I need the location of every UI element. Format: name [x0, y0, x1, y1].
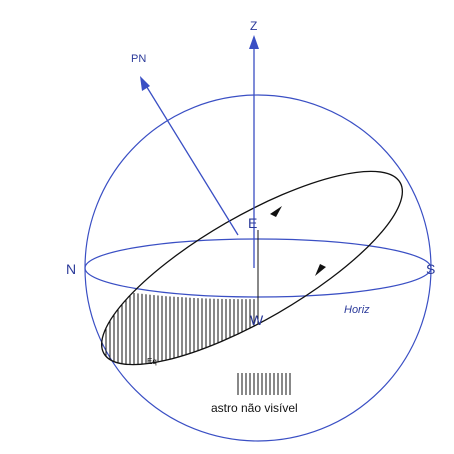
legend-label: astro não visível	[211, 401, 298, 415]
zenith-label: Z	[250, 19, 257, 33]
zenith-arrowhead	[249, 35, 259, 49]
north-label: N	[66, 261, 76, 277]
south-label: S	[426, 261, 435, 277]
north-pole-axis	[144, 83, 239, 236]
west-label: W	[250, 312, 264, 328]
legend-hatch-swatch	[237, 373, 291, 395]
east-label: E	[248, 215, 257, 231]
legend: astro não visível	[211, 373, 298, 415]
horizon-label: Horiz	[344, 304, 370, 316]
equator-label: Eq	[147, 357, 157, 366]
orbit-arrow-lower	[315, 264, 326, 276]
equator-ellipse	[100, 170, 404, 366]
not-visible-region	[77, 268, 260, 399]
north-pole-arrowhead	[140, 76, 150, 91]
orbit-arrow-upper	[270, 206, 282, 217]
north-pole-label: PN	[131, 53, 146, 65]
